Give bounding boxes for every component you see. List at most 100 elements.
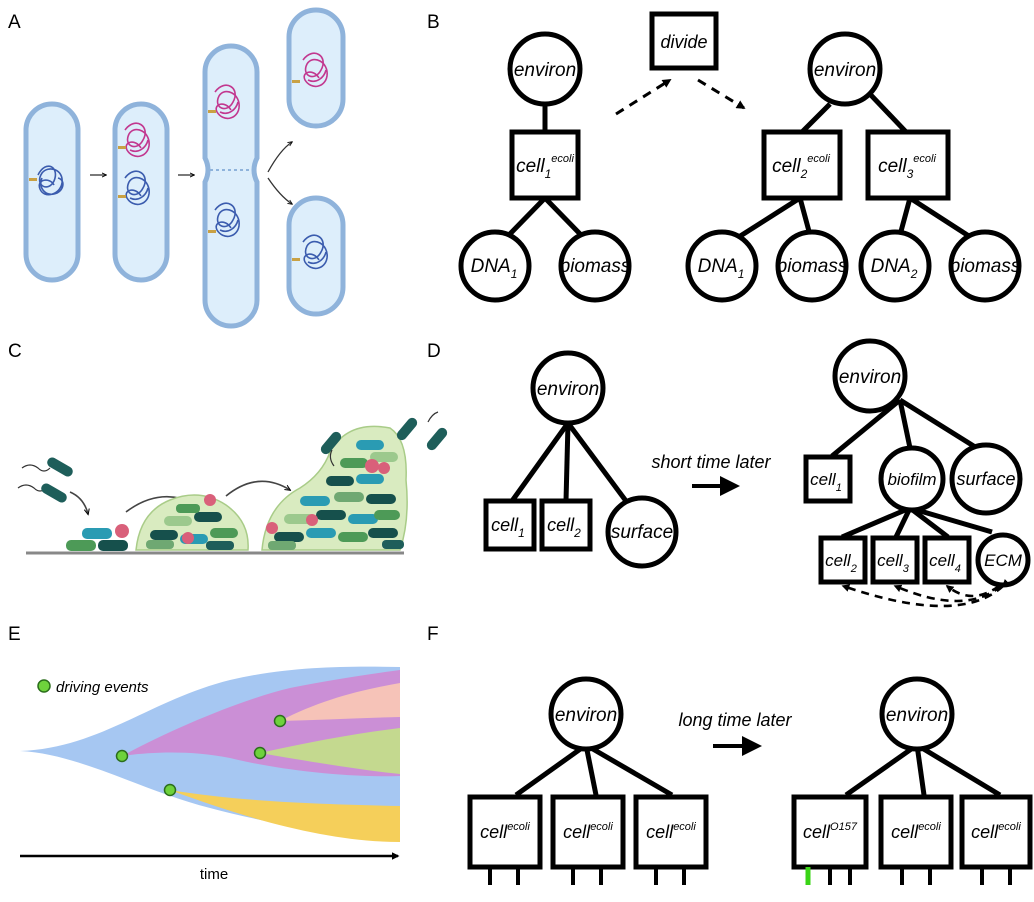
clone-pink-region [280,683,400,721]
clone-yellow-region [170,790,400,842]
node-b-environ-after [807,31,883,107]
microcolony [135,494,249,551]
attached-cells [66,524,129,551]
node-d-cell2-before-label: cell2 [547,515,581,540]
node-f-cell-a [467,794,543,870]
node-d-environ-after-label: environ [839,367,901,388]
node-b-dna2-label: DNA2 [871,256,918,281]
panel-d-graph: environ cell1 cell2 surface short time l… [483,338,1031,608]
panel-letter-d: D [427,341,441,362]
node-d-cell1-after-label: cell1 [810,470,842,494]
arrow-a3-down [267,177,292,204]
bacterium-daughter-bottom [286,195,346,317]
panel-letter-b: B [427,12,440,33]
node-d-cell2-after-label: cell2 [825,551,857,575]
node-d-surface-before [605,495,679,569]
event-dot-1 [115,749,129,763]
node-b-environ-before [507,31,583,107]
panel-f-graph: environ cellecoli cellecoli cellecoli lo… [467,676,1033,885]
node-b-biomass-after-b-label: biomass [950,256,1021,277]
node-d-cell3-after-label: cell3 [877,551,910,575]
node-f-environ-after-label: environ [886,705,948,726]
node-b-cell1-label: cell1ecoli [516,153,574,181]
node-f-cell-c-label: cellecoli [646,821,696,842]
node-f-cell-e [959,794,1033,870]
mature-biofilm [261,411,448,551]
node-b-cell2 [761,129,843,201]
node-b-dna1-before-label: DNA1 [471,256,518,281]
node-f-cell-a-label: cellecoli [480,821,530,842]
node-d-environ-before [530,350,606,426]
panel-letter-c: C [8,341,22,362]
bacterium-replicating [112,101,170,283]
node-b-environ-after-label: environ [814,60,876,81]
node-d-cell1-before-label: cell1 [491,515,525,540]
node-f-before-legs [488,867,686,885]
node-f-environ-after [879,676,955,752]
node-b-cell2-label: cell2ecoli [772,153,830,181]
node-d-ecm-label: ECM [984,551,1023,570]
time-axis-label: time [200,866,228,883]
clone-green-region [260,728,400,774]
node-b-environ-before-label: environ [514,60,576,81]
event-dot-4 [163,783,177,797]
node-d-cell1-after [803,454,853,504]
bacterium-dividing [202,43,260,329]
node-b-biomass-before-label: biomass [560,256,631,277]
transition-long-label: long time later [678,710,792,730]
node-f-environ-before [548,676,624,752]
node-b-cell3 [865,129,951,201]
bacterium-mother [23,101,81,283]
node-d-surface-before-label: surface [611,522,673,543]
panel-e-diagram: driving events time [20,666,400,883]
panel-letter-a: A [8,12,21,33]
node-f-cell-b [550,794,626,870]
node-f-environ-before-label: environ [555,705,617,726]
legend-driving-events: driving events [56,679,149,696]
node-b-divide-label: divide [660,32,707,52]
panel-letter-f: F [427,624,439,645]
node-d-surface-after-label: surface [956,469,1015,489]
node-b-biomass-before [558,229,632,303]
node-d-biofilm-label: biofilm [887,470,936,489]
event-dot-3 [253,746,267,760]
node-f-after-legs [828,867,1012,885]
panel-b-graph: environ cell1ecoli DNA1 biomass divide e… [458,11,1022,303]
panel-a-illustration [23,7,346,329]
node-f-cell-e-label: cellecoli [971,821,1021,842]
node-b-divide [649,11,719,71]
event-dot-2 [273,714,287,728]
node-d-surface-after [949,442,1023,516]
node-f-cell-b-label: cellecoli [563,821,613,842]
free-swimming-cells [17,457,88,514]
dashed-arrow-in [615,78,672,116]
ecm-interaction-arrows [841,578,1011,608]
legend-event-dot [37,679,51,693]
node-b-dna1-before [458,229,532,303]
node-f-cell-mutant [791,794,869,870]
node-d-environ-before-label: environ [537,379,599,400]
arrow-c2 [225,480,290,497]
dashed-arrow-out [697,78,746,110]
node-d-cell2-before [539,498,593,552]
node-b-dna2 [858,229,932,303]
panel-c-illustration [17,411,448,555]
node-b-biomass-after-b [948,229,1022,303]
arrow-a3-up [267,142,292,173]
node-d-cell2-after [818,535,868,585]
node-d-cell4-after-label: cell4 [929,551,961,575]
node-b-biomass-after-a-label: biomass [777,256,848,277]
node-d-cell1-before [483,498,537,552]
node-d-biofilm [878,445,946,513]
node-d-environ-after [832,338,908,414]
bacterium-daughter-top [286,7,346,129]
node-b-cell3-label: cell3ecoli [878,153,936,181]
node-b-dna1-after-label: DNA1 [698,256,745,281]
node-f-cell-d [878,794,954,870]
node-f-cell-c [633,794,709,870]
node-f-cell-d-label: cellecoli [891,821,941,842]
node-f-cell-mutant-label: cellO157 [803,821,858,842]
node-b-biomass-after-a [775,229,849,303]
node-b-dna1-after [685,229,759,303]
transition-short-label: short time later [651,452,771,472]
